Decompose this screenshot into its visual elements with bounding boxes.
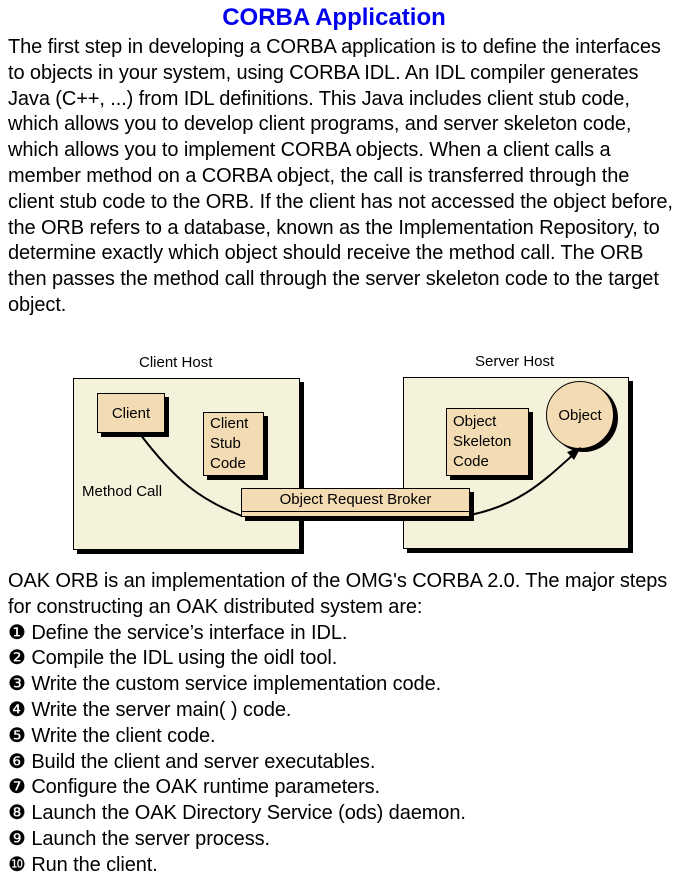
step-text: Write the client code.	[31, 724, 216, 747]
step-text: Write the custom service implementation …	[31, 673, 442, 696]
orb-box: Object Request Broker	[241, 488, 470, 517]
summary-paragraph: OAK ORB is an implementation of the OMG'…	[8, 570, 668, 618]
step-text: Configure the OAK runtime parameters.	[31, 776, 380, 799]
step-number-icon: ❾	[8, 827, 26, 850]
client-host-label: Client Host	[139, 354, 213, 371]
skeleton-line: Skeleton	[453, 433, 512, 450]
method-call-label: Method Call	[82, 483, 163, 500]
step-item: ❽ Launch the OAK Directory Service (ods)…	[8, 801, 680, 827]
stub-line: Stub	[210, 435, 241, 452]
method-call-curve	[139, 433, 243, 517]
step-number-icon: ❹	[8, 698, 26, 721]
step-text: Compile the IDL using the oidl tool.	[31, 647, 338, 670]
stub-line: Client	[210, 415, 249, 432]
skeleton-line: Code	[453, 453, 489, 470]
object-label: Object	[558, 406, 602, 424]
step-text: Launch the OAK Directory Service (ods) d…	[31, 802, 466, 825]
object-circle: Object	[546, 381, 614, 449]
step-item: ❾ Launch the server process.	[8, 827, 680, 853]
step-text: Write the server main( ) code.	[31, 698, 292, 721]
step-number-icon: ❶	[8, 621, 26, 644]
step-item: ❷ Compile the IDL using the oidl tool.	[8, 646, 680, 672]
step-number-icon: ❷	[8, 647, 26, 670]
intro-paragraph: The first step in developing a CORBA app…	[8, 36, 673, 316]
step-item: ❶ Define the service’s interface in IDL.	[8, 621, 680, 647]
skeleton-box: Object Skeleton Code	[446, 408, 529, 476]
step-item: ❸ Write the custom service implementatio…	[8, 672, 680, 698]
step-text: Run the client.	[31, 853, 158, 876]
step-number-icon: ❻	[8, 750, 26, 773]
steps-list: ❶ Define the service’s interface in IDL.…	[8, 621, 680, 879]
step-number-icon: ❸	[8, 673, 26, 696]
step-item: ❻ Build the client and server executable…	[8, 750, 680, 776]
server-host-label: Server Host	[475, 353, 555, 370]
summary-section: OAK ORB is an implementation of the OMG'…	[8, 569, 680, 879]
client-box: Client	[97, 393, 165, 433]
step-number-icon: ❼	[8, 776, 26, 799]
step-number-icon: ❺	[8, 724, 26, 747]
arrowhead-icon	[567, 447, 581, 460]
step-item: ❹ Write the server main( ) code.	[8, 698, 680, 724]
page-title: CORBA Application	[222, 4, 446, 31]
client-stub-box: Client Stub Code	[203, 412, 264, 476]
step-item: ❺ Write the client code.	[8, 724, 680, 750]
step-number-icon: ❿	[8, 853, 26, 876]
step-item: ❿ Run the client.	[8, 853, 680, 879]
step-text: Launch the server process.	[31, 827, 270, 850]
step-text: Build the client and server executables.	[31, 750, 376, 773]
orb-to-object-curve	[469, 452, 576, 516]
stub-line: Code	[210, 455, 246, 472]
skeleton-line: Object	[453, 413, 497, 430]
step-item: ❼ Configure the OAK runtime parameters.	[8, 775, 680, 801]
orb-label: Object Request Broker	[279, 491, 432, 508]
step-text: Define the service’s interface in IDL.	[31, 621, 348, 644]
step-number-icon: ❽	[8, 802, 26, 825]
